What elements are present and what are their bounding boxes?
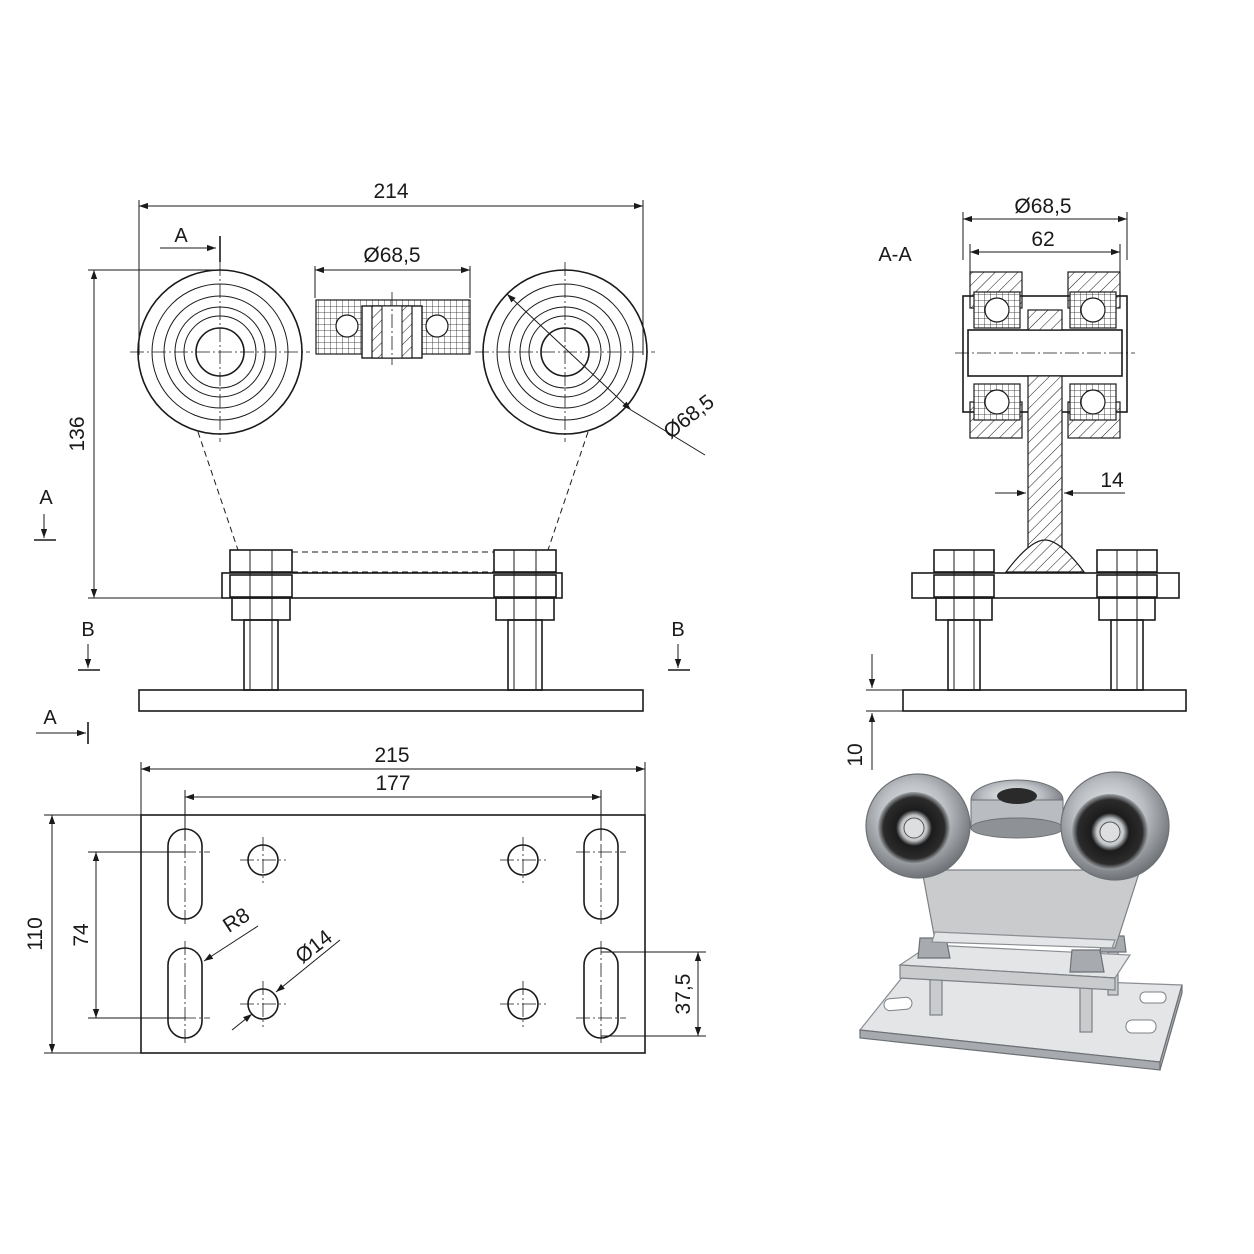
dim-slot-edge: 37,5 (672, 974, 695, 1015)
dim-roller-width: 62 (1031, 228, 1054, 251)
dim-roller-diameter-section: Ø68,5 (1014, 195, 1071, 218)
section-marker-a-left: A (39, 487, 53, 509)
section-marker-a-top: A (174, 225, 188, 247)
section-a-a-view: A-A Ø68,5 62 14 (844, 195, 1187, 770)
mounting-plate-assembly (138, 549, 644, 712)
dim-base-width: 215 (374, 744, 409, 767)
dim-slot-spacing: 177 (375, 772, 410, 795)
dim-overall-width: 214 (373, 180, 408, 203)
section-title-aa: A-A (878, 244, 912, 266)
dim-roller-diameter-top: Ø68,5 (363, 244, 420, 267)
dim-roller-diameter-side: Ø68,5 (659, 390, 718, 443)
dim-base-depth: 110 (24, 917, 47, 950)
dim-plate-thickness: 14 (1100, 469, 1124, 492)
base-plate-top-view: 215 177 110 74 37,5 (24, 744, 706, 1054)
top-guide-bearing (315, 292, 471, 365)
dim-base-thickness: 10 (844, 743, 867, 766)
product-photo (858, 771, 1183, 1071)
front-view: 214 A Ø68,5 136 (34, 180, 719, 744)
section-marker-b-left: B (81, 619, 94, 641)
left-roller (130, 262, 310, 442)
section-marker-a-bottom: A (43, 707, 57, 729)
dim-height: 136 (66, 416, 89, 451)
section-marker-b-right: B (671, 619, 684, 641)
right-roller (475, 262, 655, 442)
dim-hole-diameter: Ø14 (291, 925, 337, 968)
dim-slot-vertical: 74 (70, 923, 93, 947)
